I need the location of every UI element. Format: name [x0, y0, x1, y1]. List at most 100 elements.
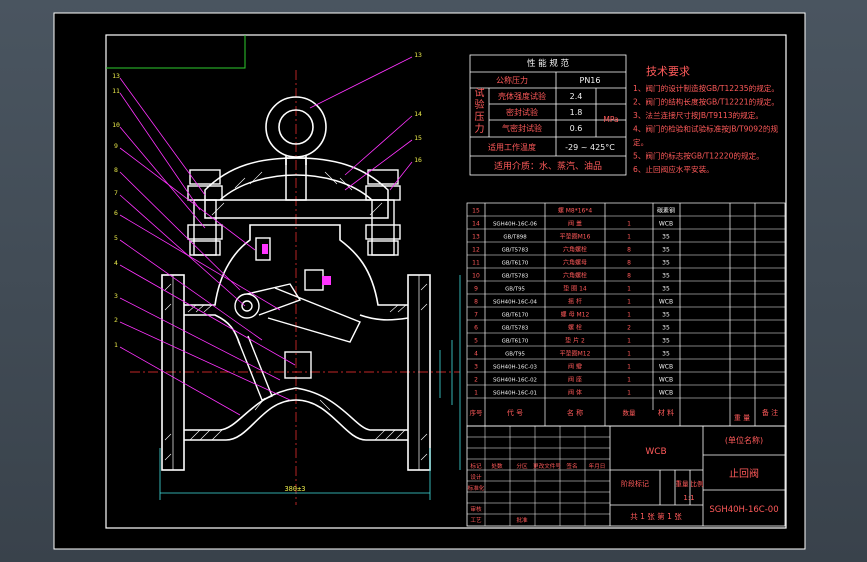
bom-mat: 35: [662, 286, 670, 293]
dimension-lines: [159, 275, 461, 500]
bom-no: 1: [474, 390, 478, 397]
bom-code: GB/T95: [505, 287, 525, 293]
perf-row-4-value: -29 ~ 425°C: [565, 143, 615, 152]
bom-code: SGH40H-16C-06: [493, 222, 538, 228]
part-number-right: 14: [414, 110, 422, 118]
part-number-right: 16: [414, 156, 422, 164]
tb-col-label: 处数: [491, 462, 503, 470]
bom-code: SGH40H-16C-03: [493, 365, 537, 371]
bom-mat: 35: [662, 351, 670, 358]
bom-qty: 2: [627, 325, 631, 332]
bom-name: 六角螺栓: [563, 246, 587, 254]
perf-row-4-label: 适用工作温度: [488, 142, 536, 152]
corner-box: [106, 35, 246, 69]
part-number-left: 3: [114, 292, 118, 300]
tb-role-label: 工艺: [470, 517, 482, 524]
bom-name: 螺 栓: [568, 324, 582, 332]
bom-code: GB/T5783: [502, 274, 529, 280]
bom-qty: 1: [627, 390, 631, 397]
bom-name: 摇 杆: [568, 298, 582, 306]
tech-item: 6、止回阀应水平安装。: [633, 164, 714, 174]
bom-code: GB/T6170: [502, 261, 529, 267]
tb-col-label: 更改文件号: [533, 462, 561, 470]
bom-name: 阀 体: [568, 389, 582, 397]
bom-mat: 35: [662, 260, 670, 267]
perf-table-grid: [469, 54, 627, 176]
bom-qty: 1: [627, 377, 631, 384]
tb-role-label: 标准化: [468, 484, 485, 492]
bom-header-mat: 材 料: [658, 408, 674, 417]
bom-name: 阀 瓣: [568, 363, 582, 371]
part-number-right: 15: [414, 134, 422, 142]
perf-title: 性 能 规 范: [527, 58, 570, 69]
tb-scale: 1:1: [683, 494, 694, 502]
bom-name: 平垫圈M16: [560, 233, 591, 241]
tb-material: WCB: [645, 447, 666, 457]
bom-qty: 1: [627, 351, 631, 358]
bom-qty: 1: [627, 338, 631, 345]
bom-code: SGH40H-16C-04: [493, 300, 538, 306]
bom-no: 8: [474, 299, 478, 306]
bom-qty: 8: [627, 260, 631, 267]
perf-row-0-value: PN16: [580, 76, 601, 85]
tech-item: 4、阀门的检验和试验标准按JB/T9092的规: [633, 124, 779, 134]
bom-qty: 1: [627, 221, 631, 228]
part-number-left: 9: [114, 142, 118, 150]
tb-role-label: 设计: [470, 473, 482, 481]
valve-body: [161, 224, 431, 471]
bom-mat: 35: [662, 273, 670, 280]
bom-qty: 8: [627, 273, 631, 280]
bom-code: GB/T898: [503, 235, 527, 241]
bom-code: GB/T95: [505, 352, 525, 358]
bom-name: 垫 圈 14: [563, 285, 587, 293]
bom-name: 阀 座: [568, 376, 582, 384]
tb-drawing-name: 止回阀: [729, 467, 759, 480]
tech-item: 5、阀门的标志按GB/T12220的规定。: [633, 151, 764, 161]
part-number-left: 4: [114, 259, 118, 267]
bom-mat: 碳素钢: [657, 207, 675, 215]
bom-code: GB/T5783: [502, 326, 529, 332]
leaders: [119, 56, 413, 416]
bom-no: 12: [472, 247, 480, 254]
bom-mat: WCB: [659, 364, 673, 371]
part-number-left: 6: [114, 209, 118, 217]
tb-stage: 阶段标记: [621, 479, 649, 488]
bom-mat: 35: [662, 234, 670, 241]
bom-name: 六角螺母: [563, 259, 587, 267]
bom-qty: 1: [627, 312, 631, 319]
bom-no: 11: [472, 260, 480, 267]
perf-media: 适用介质：水、蒸汽、油品: [494, 160, 602, 172]
part-number-left: 2: [114, 316, 118, 324]
bom-code: SGH40H-16C-01: [493, 391, 537, 397]
perf-unit: MPa: [603, 115, 618, 124]
tb-roles: 设计标准化审核工艺批准: [468, 473, 528, 524]
perf-row-0-label: 公称压力: [496, 75, 528, 85]
title-left-grid: [467, 426, 610, 526]
part-number-left: 11: [112, 87, 120, 95]
bom-name: 阀 盖: [568, 220, 582, 228]
tech-list: 1、阀门的设计制造按GB/T12235的规定。2、阀门的结构长度按GB/T122…: [633, 83, 779, 174]
bom-no: 3: [474, 364, 478, 371]
bom-qty: 8: [627, 247, 631, 254]
tech-title: 技术要求: [646, 65, 690, 78]
tech-item: 2、阀门的结构长度按GB/T12221的规定。: [633, 97, 779, 107]
bom-no: 2: [474, 377, 478, 384]
perf-row-3-value: 0.6: [570, 124, 583, 133]
bom-header-name: 名 称: [567, 408, 583, 417]
part-number-left: 13: [112, 72, 120, 80]
bom-qty: 1: [627, 364, 631, 371]
bom-mat: 35: [662, 247, 670, 254]
bom-row-lines: [467, 215, 785, 399]
bom-name: 平垫圈M12: [560, 350, 591, 358]
bom-mat: 35: [662, 325, 670, 332]
bom-mat: WCB: [659, 299, 673, 306]
eye-bolt: [265, 96, 327, 165]
bom-mat: 35: [662, 338, 670, 345]
bom-no: 9: [474, 286, 478, 293]
bom-header-no: 序号: [470, 408, 484, 417]
